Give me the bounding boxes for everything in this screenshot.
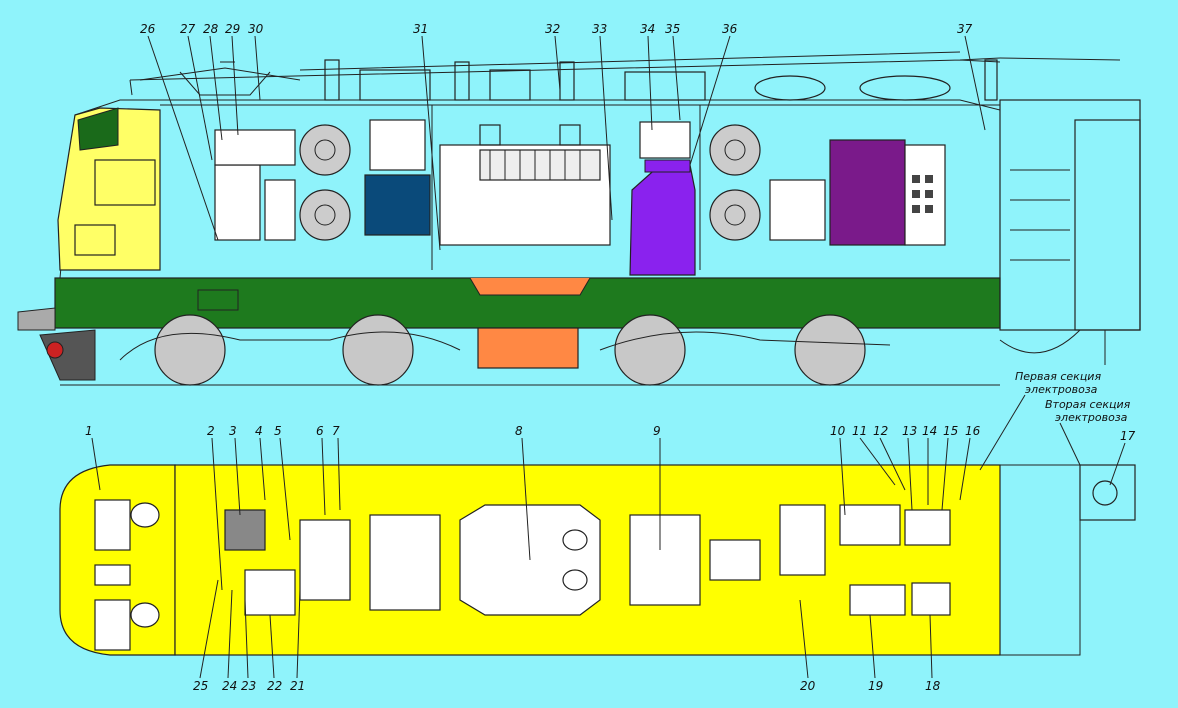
callout-32: 32: [545, 22, 560, 36]
blue-unit: [364, 119, 431, 236]
plan-view-callouts-bottom: 25 24 23 22 21 20 19 18: [193, 579, 941, 693]
callout-6: 6: [316, 424, 324, 438]
callout-18: 18: [925, 679, 941, 693]
callout-20: 20: [800, 679, 816, 693]
side-view: [17, 51, 1141, 386]
callout-9: 9: [653, 424, 661, 438]
callout-31: 31: [413, 22, 428, 36]
plan-apparatus-left: [224, 509, 441, 616]
callout-29: 29: [225, 22, 240, 36]
callout-12: 12: [873, 424, 888, 438]
callout-30: 30: [248, 22, 264, 36]
callout-28: 28: [203, 22, 219, 36]
purple-cabinet: [829, 139, 946, 246]
callout-35: 35: [665, 22, 680, 36]
driver-console: [94, 499, 160, 651]
apparatus-block-left: [214, 129, 296, 241]
callout-21: 21: [290, 679, 305, 693]
callout-10: 10: [830, 424, 846, 438]
section-label-first-line1: Первая секция: [1015, 370, 1101, 383]
orange-tank: [477, 327, 579, 369]
section-label-second-line2: электровоза: [1055, 411, 1128, 424]
bogies: [60, 314, 1000, 386]
second-section-detail: [1079, 464, 1136, 521]
callout-8: 8: [515, 424, 523, 438]
pantograph: [139, 61, 301, 96]
callout-27: 27: [180, 22, 196, 36]
callout-26: 26: [140, 22, 156, 36]
callout-2: 2: [207, 424, 215, 438]
central-apparatus: [439, 124, 611, 246]
callout-33: 33: [592, 22, 607, 36]
violet-unit: [629, 121, 696, 276]
reactor-unit: [769, 179, 826, 241]
intersection-connection: [999, 99, 1141, 365]
motor-fans-left: [299, 124, 351, 241]
front-coupler: [17, 307, 96, 381]
section-label-second-line1: Вторая секция: [1045, 398, 1131, 411]
callout-1: 1: [85, 424, 93, 438]
callout-16: 16: [965, 424, 981, 438]
cab: [57, 107, 161, 271]
callout-7: 7: [332, 424, 340, 438]
callout-23: 23: [241, 679, 256, 693]
plan-view: [59, 464, 1136, 656]
side-view-callouts: 26 27 28 29 30 31 32 33 34 35 36 37: [140, 22, 986, 251]
callout-13: 13: [902, 424, 917, 438]
plan-view-callouts-top: 1 2 3 4 5 6 7 8 9 10 11 12 13 14 15 16: [85, 424, 981, 591]
callout-36: 36: [722, 22, 738, 36]
callout-22: 22: [267, 679, 282, 693]
callout-34: 34: [640, 22, 655, 36]
callout-24: 24: [222, 679, 237, 693]
callout-4: 4: [255, 424, 263, 438]
section-label-first-line2: электровоза: [1025, 383, 1098, 396]
callout-37: 37: [957, 22, 973, 36]
roof-equipment: [324, 59, 998, 101]
callout-19: 19: [868, 679, 883, 693]
callout-25: 25: [193, 679, 208, 693]
callout-17: 17: [1120, 429, 1136, 443]
callout-15: 15: [943, 424, 958, 438]
callout-3: 3: [229, 424, 237, 438]
callout-11: 11: [852, 424, 867, 438]
plan-apparatus-right: [629, 504, 951, 616]
callout-14: 14: [922, 424, 937, 438]
section-label: Первая секция электровоза Вторая секция …: [979, 370, 1136, 486]
motor-fans-right: [709, 124, 761, 241]
callout-5: 5: [274, 424, 282, 438]
